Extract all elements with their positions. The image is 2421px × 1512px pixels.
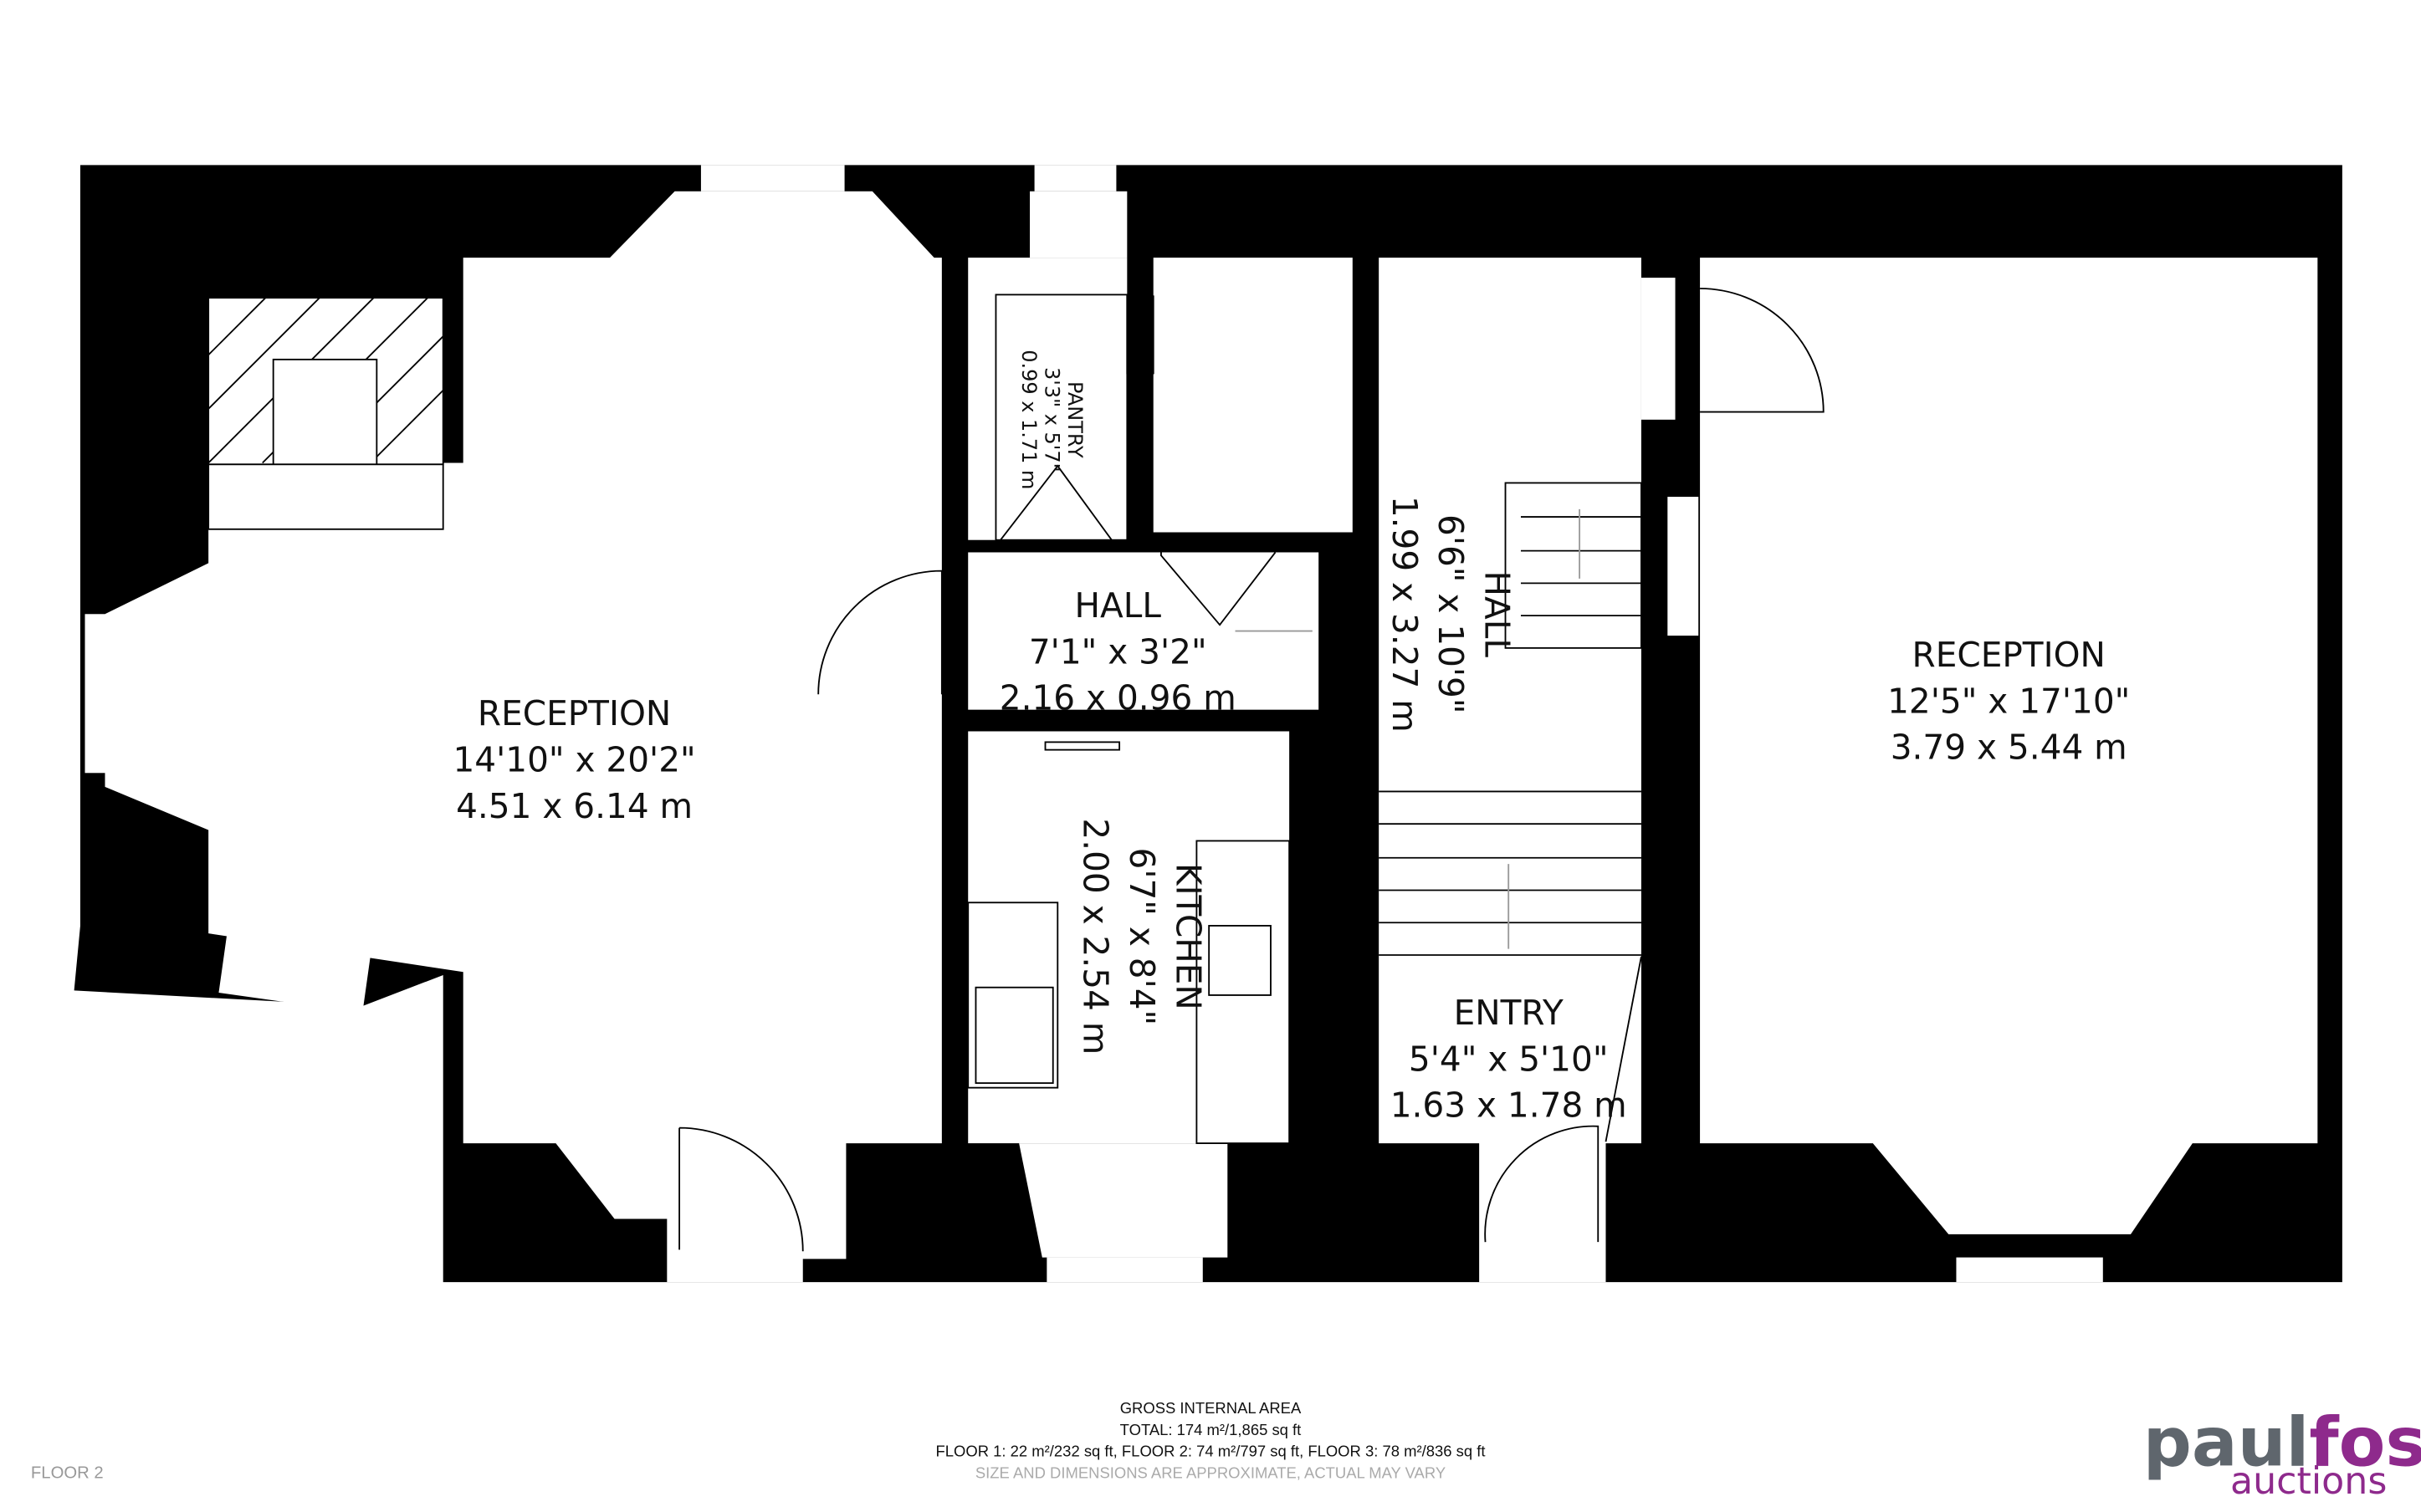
area-disclaimer: SIZE AND DIMENSIONS ARE APPROXIMATE, ACT… xyxy=(975,1463,1446,1481)
paulfosh-logo: paulfosh auctions xyxy=(2143,1404,2421,1503)
area-title: GROSS INTERNAL AREA xyxy=(1120,1399,1302,1417)
room-label-pantry: PANTRY 3'3" x 5'7" 0.99 x 1.71 m xyxy=(1017,350,1087,489)
area-summary: GROSS INTERNAL AREA TOTAL: 174 m²/1,865 … xyxy=(936,1399,1486,1481)
logo-paul: paul xyxy=(2143,1404,2310,1483)
room-label-hall: HALL 6'6" x 10'9" 1.99 x 3.27 m xyxy=(1385,496,1518,733)
room-name: RECEPTION xyxy=(1912,635,2106,675)
room-label-reception-right: RECEPTION 12'5" x 17'10" 3.79 x 5.44 m xyxy=(1887,635,2130,768)
room-name: HALL xyxy=(1477,571,1518,658)
room-imperial: 5'4" x 5'10" xyxy=(1409,1039,1609,1079)
room-imperial: 12'5" x 17'10" xyxy=(1887,681,2130,721)
room-label-kitchen: KITCHEN 6'7" x 8'4" 2.00 x 2.54 m xyxy=(1076,818,1209,1055)
room-name: KITCHEN xyxy=(1168,863,1208,1010)
room-imperial: 6'6" x 10'9" xyxy=(1431,514,1471,713)
room-metric: 1.99 x 3.27 m xyxy=(1385,496,1425,733)
room-metric: 1.63 x 1.78 m xyxy=(1390,1085,1627,1126)
room-imperial: 6'7" x 8'4" xyxy=(1122,848,1162,1026)
fixtures xyxy=(678,288,1825,1252)
logo-auctions: auctions xyxy=(2230,1460,2387,1503)
room-name: HALL xyxy=(1074,585,1161,626)
room-name: PANTRY xyxy=(1063,381,1087,458)
room-imperial: 14'10" x 20'2" xyxy=(453,739,695,779)
room-metric: 2.16 x 0.96 m xyxy=(1000,678,1236,718)
room-name: RECEPTION xyxy=(478,693,671,733)
room-label-entry: ENTRY 5'4" x 5'10" 1.63 x 1.78 m xyxy=(1390,993,1627,1126)
room-metric: 4.51 x 6.14 m xyxy=(456,786,693,826)
room-name: ENTRY xyxy=(1454,993,1564,1033)
room-metric: 0.99 x 1.71 m xyxy=(1017,350,1041,489)
room-imperial: 3'3" x 5'7" xyxy=(1041,367,1064,472)
room-metric: 3.79 x 5.44 m xyxy=(1891,728,2127,768)
room-label-hall-small: HALL 7'1" x 3'2" 2.16 x 0.96 m xyxy=(1000,585,1236,718)
room-imperial: 7'1" x 3'2" xyxy=(1029,631,1207,672)
svg-text:paulfosh: paulfosh xyxy=(2143,1404,2421,1483)
logo-fosh: fosh xyxy=(2309,1404,2421,1483)
room-metric: 2.00 x 2.54 m xyxy=(1076,818,1116,1055)
area-floors: FLOOR 1: 22 m²/232 sq ft, FLOOR 2: 74 m²… xyxy=(936,1443,1486,1460)
area-total: TOTAL: 174 m²/1,865 sq ft xyxy=(1120,1421,1302,1438)
room-label-reception-left: RECEPTION 14'10" x 20'2" 4.51 x 6.14 m xyxy=(453,693,695,826)
fireplace xyxy=(207,297,444,530)
floor-label: FLOOR 2 xyxy=(31,1463,104,1482)
